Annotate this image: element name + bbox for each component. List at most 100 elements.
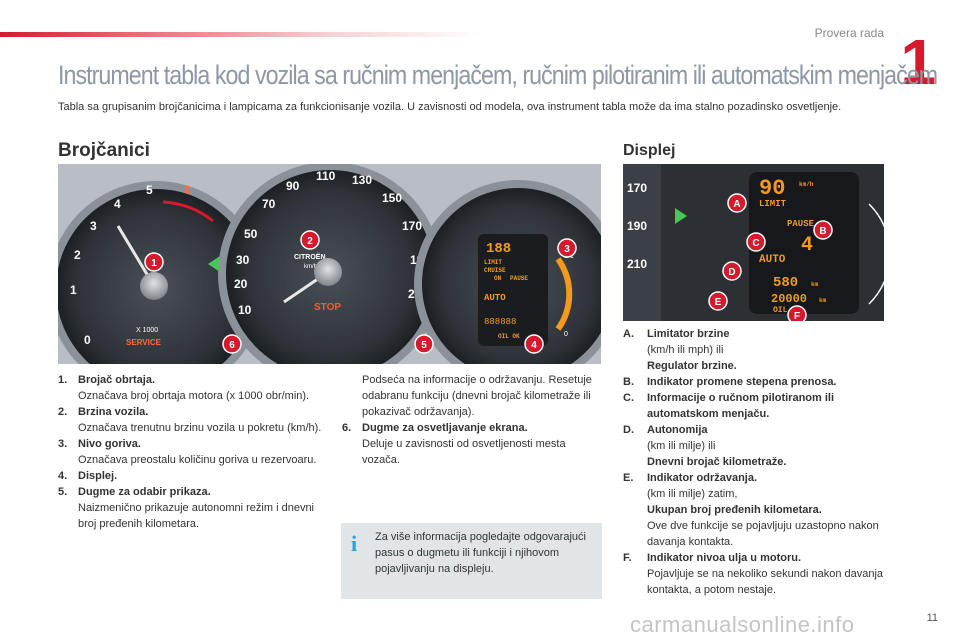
rev-tick-label: 6 (184, 183, 191, 197)
item-key: F. (623, 552, 632, 564)
rev-tick-label: 2 (74, 248, 81, 262)
speed-tick-label: 90 (286, 179, 300, 193)
item-desc: Podseća na informacije o održavanju. Res… (362, 374, 592, 418)
display-tick-label: 170 (627, 181, 647, 195)
badge-4-label: 4 (531, 340, 537, 351)
speed-tick-label: 50 (244, 227, 258, 241)
page-title: Instrument tabla kod vozila sa ručnim me… (58, 60, 938, 90)
gauges-list: 1. Brojač obrtaja. Označava broj obrtaja… (58, 372, 328, 532)
chapter-number: 1 (900, 26, 936, 98)
speed-tick-labels: 10 20 30 50 70 90 110 130 150 170 190 21… (234, 169, 430, 317)
lcd-speed: 188 (486, 241, 511, 257)
item-key: D. (623, 424, 634, 436)
item-desc: (km/h ili mph) ili (647, 344, 724, 356)
item-title: Informacije o ručnom pilotiranom ili aut… (647, 392, 835, 420)
badge-2 (300, 230, 320, 250)
display-tick-label: 190 (627, 219, 647, 233)
list-item: F. Indikator nivoa ulja u motoru. Pojavl… (623, 550, 893, 598)
rev-redline (162, 200, 214, 223)
rev-units: X 1000 (136, 327, 158, 334)
info-text: Za više informacija pogledajte odgovaraj… (375, 531, 586, 575)
badge-5 (414, 334, 434, 354)
lcd-limit: LIMIT (484, 259, 502, 266)
item-title-2: Dnevni brojač kilometraže. (647, 456, 787, 468)
item-title: Indikator nivoa ulja u motoru. (647, 552, 802, 564)
display-lcd (749, 172, 859, 314)
instrument-cluster-svg: 0 1 2 3 4 5 6 X 1000 SERVICE 10 20 30 50… (58, 164, 601, 364)
turn-arrow-icon (675, 208, 687, 224)
item-desc: (km ili milje) zatim, (647, 488, 738, 500)
badge-3 (557, 238, 577, 258)
gauges-list-continued: Podseća na informacije o održavanju. Res… (342, 372, 602, 468)
list-item: A. Limitator brzine (km/h ili mph) ili R… (623, 326, 893, 374)
list-item: 1. Brojač obrtaja. Označava broj obrtaja… (58, 372, 328, 404)
display-range: 580 (773, 275, 798, 291)
badge-4 (524, 334, 544, 354)
rev-hub (140, 272, 168, 300)
display-gear: 4 (801, 234, 813, 257)
badge-6 (222, 334, 242, 354)
heading-displej: Displej (623, 142, 676, 159)
list-item: B. Indikator promene stepena prenosa. (623, 374, 893, 390)
item-title: Nivo goriva. (78, 438, 141, 450)
lcd-content: 188 LIMIT CRUISE ON PAUSE AUTO 888888 OI… (484, 241, 528, 340)
badge-d (722, 261, 742, 281)
item-title: Dugme za osvetljavanje ekrana. (362, 422, 528, 434)
display-limit: LIMIT (759, 199, 787, 209)
display-range-units: km (811, 281, 819, 288)
list-item: 4. Displej. (58, 468, 328, 484)
lcd-screen (478, 234, 548, 346)
rev-tick-label: 5 (146, 183, 153, 197)
fuel-gauge-bar (555, 257, 573, 331)
speed-units: km/h (304, 264, 317, 270)
display-tick-labels: 170 190 210 (627, 181, 647, 271)
item-title: Autonomija (647, 424, 708, 436)
speed-tick-label: 20 (234, 277, 248, 291)
rev-tick-labels: 0 1 2 3 4 5 6 (70, 183, 191, 347)
item-desc: Označava trenutnu brzinu vozila u pokret… (78, 422, 322, 434)
page-number: 11 (926, 612, 938, 624)
lcd-cruise: CRUISE (484, 267, 506, 274)
item-key: B. (623, 376, 634, 388)
badge-1-label: 1 (151, 258, 157, 269)
list-item: 5. Dugme za odabir prikaza. Naizmenično … (58, 484, 328, 532)
brand-label: CITROËN (294, 253, 326, 261)
badge-f (787, 305, 807, 321)
list-item: D. Autonomija (km ili milje) ili Dnevni … (623, 422, 893, 470)
display-tick-label: 210 (627, 257, 647, 271)
lcd-odometer: 888888 (484, 317, 516, 327)
item-key: 5. (58, 486, 68, 498)
info-box: i Za više informacija pogledajte odgovar… (341, 523, 602, 599)
display-odo: 20000 (771, 292, 807, 306)
item-title: Indikator održavanja. (647, 472, 758, 484)
badge-c-label: C (752, 238, 759, 249)
speed-tick-label: 170 (402, 219, 422, 233)
item-title: Displej. (78, 470, 118, 482)
lcd-on: ON (494, 275, 502, 282)
speed-tick-label: 150 (382, 191, 402, 205)
rev-tick-label: 1 (70, 283, 77, 297)
item-desc: Označava broj obrtaja motora (x 1000 obr… (78, 390, 310, 402)
item-desc: Pojavljuje se na nekoliko sekundi nakon … (647, 568, 884, 596)
display-lcd-content: 90 km/h LIMIT PAUSE 4 AUTO 580 km 20000 … (759, 176, 827, 315)
item-title-2: Ukupan broj pređenih kilometara. (647, 504, 822, 516)
badge-1 (144, 252, 164, 272)
badge-2-label: 2 (307, 236, 313, 247)
section-label: Provera rada (814, 26, 884, 40)
display-figure: 170 190 210 90 km/h LIMIT PAUSE 4 AUTO 5… (623, 164, 884, 321)
speed-tick-label: 30 (236, 253, 250, 267)
lcd-auto: AUTO (484, 293, 506, 303)
badge-f-label: F (794, 311, 800, 321)
item-key: E. (623, 472, 634, 484)
lcd-oil: OIL OK (498, 333, 520, 340)
badge-5-label: 5 (421, 340, 427, 351)
item-desc: Naizmenično prikazuje autonomni režim i … (78, 502, 315, 530)
item-title: Indikator promene stepena prenosa. (647, 376, 837, 388)
info-icon: i (351, 531, 358, 556)
display-badges: A B C D E F (708, 193, 833, 321)
speed-tick-label: 130 (352, 173, 372, 187)
badge-6-label: 6 (229, 340, 235, 351)
speed-tick-label: 70 (262, 197, 276, 211)
item-key: 3. (58, 438, 68, 450)
badge-e-label: E (715, 297, 722, 308)
